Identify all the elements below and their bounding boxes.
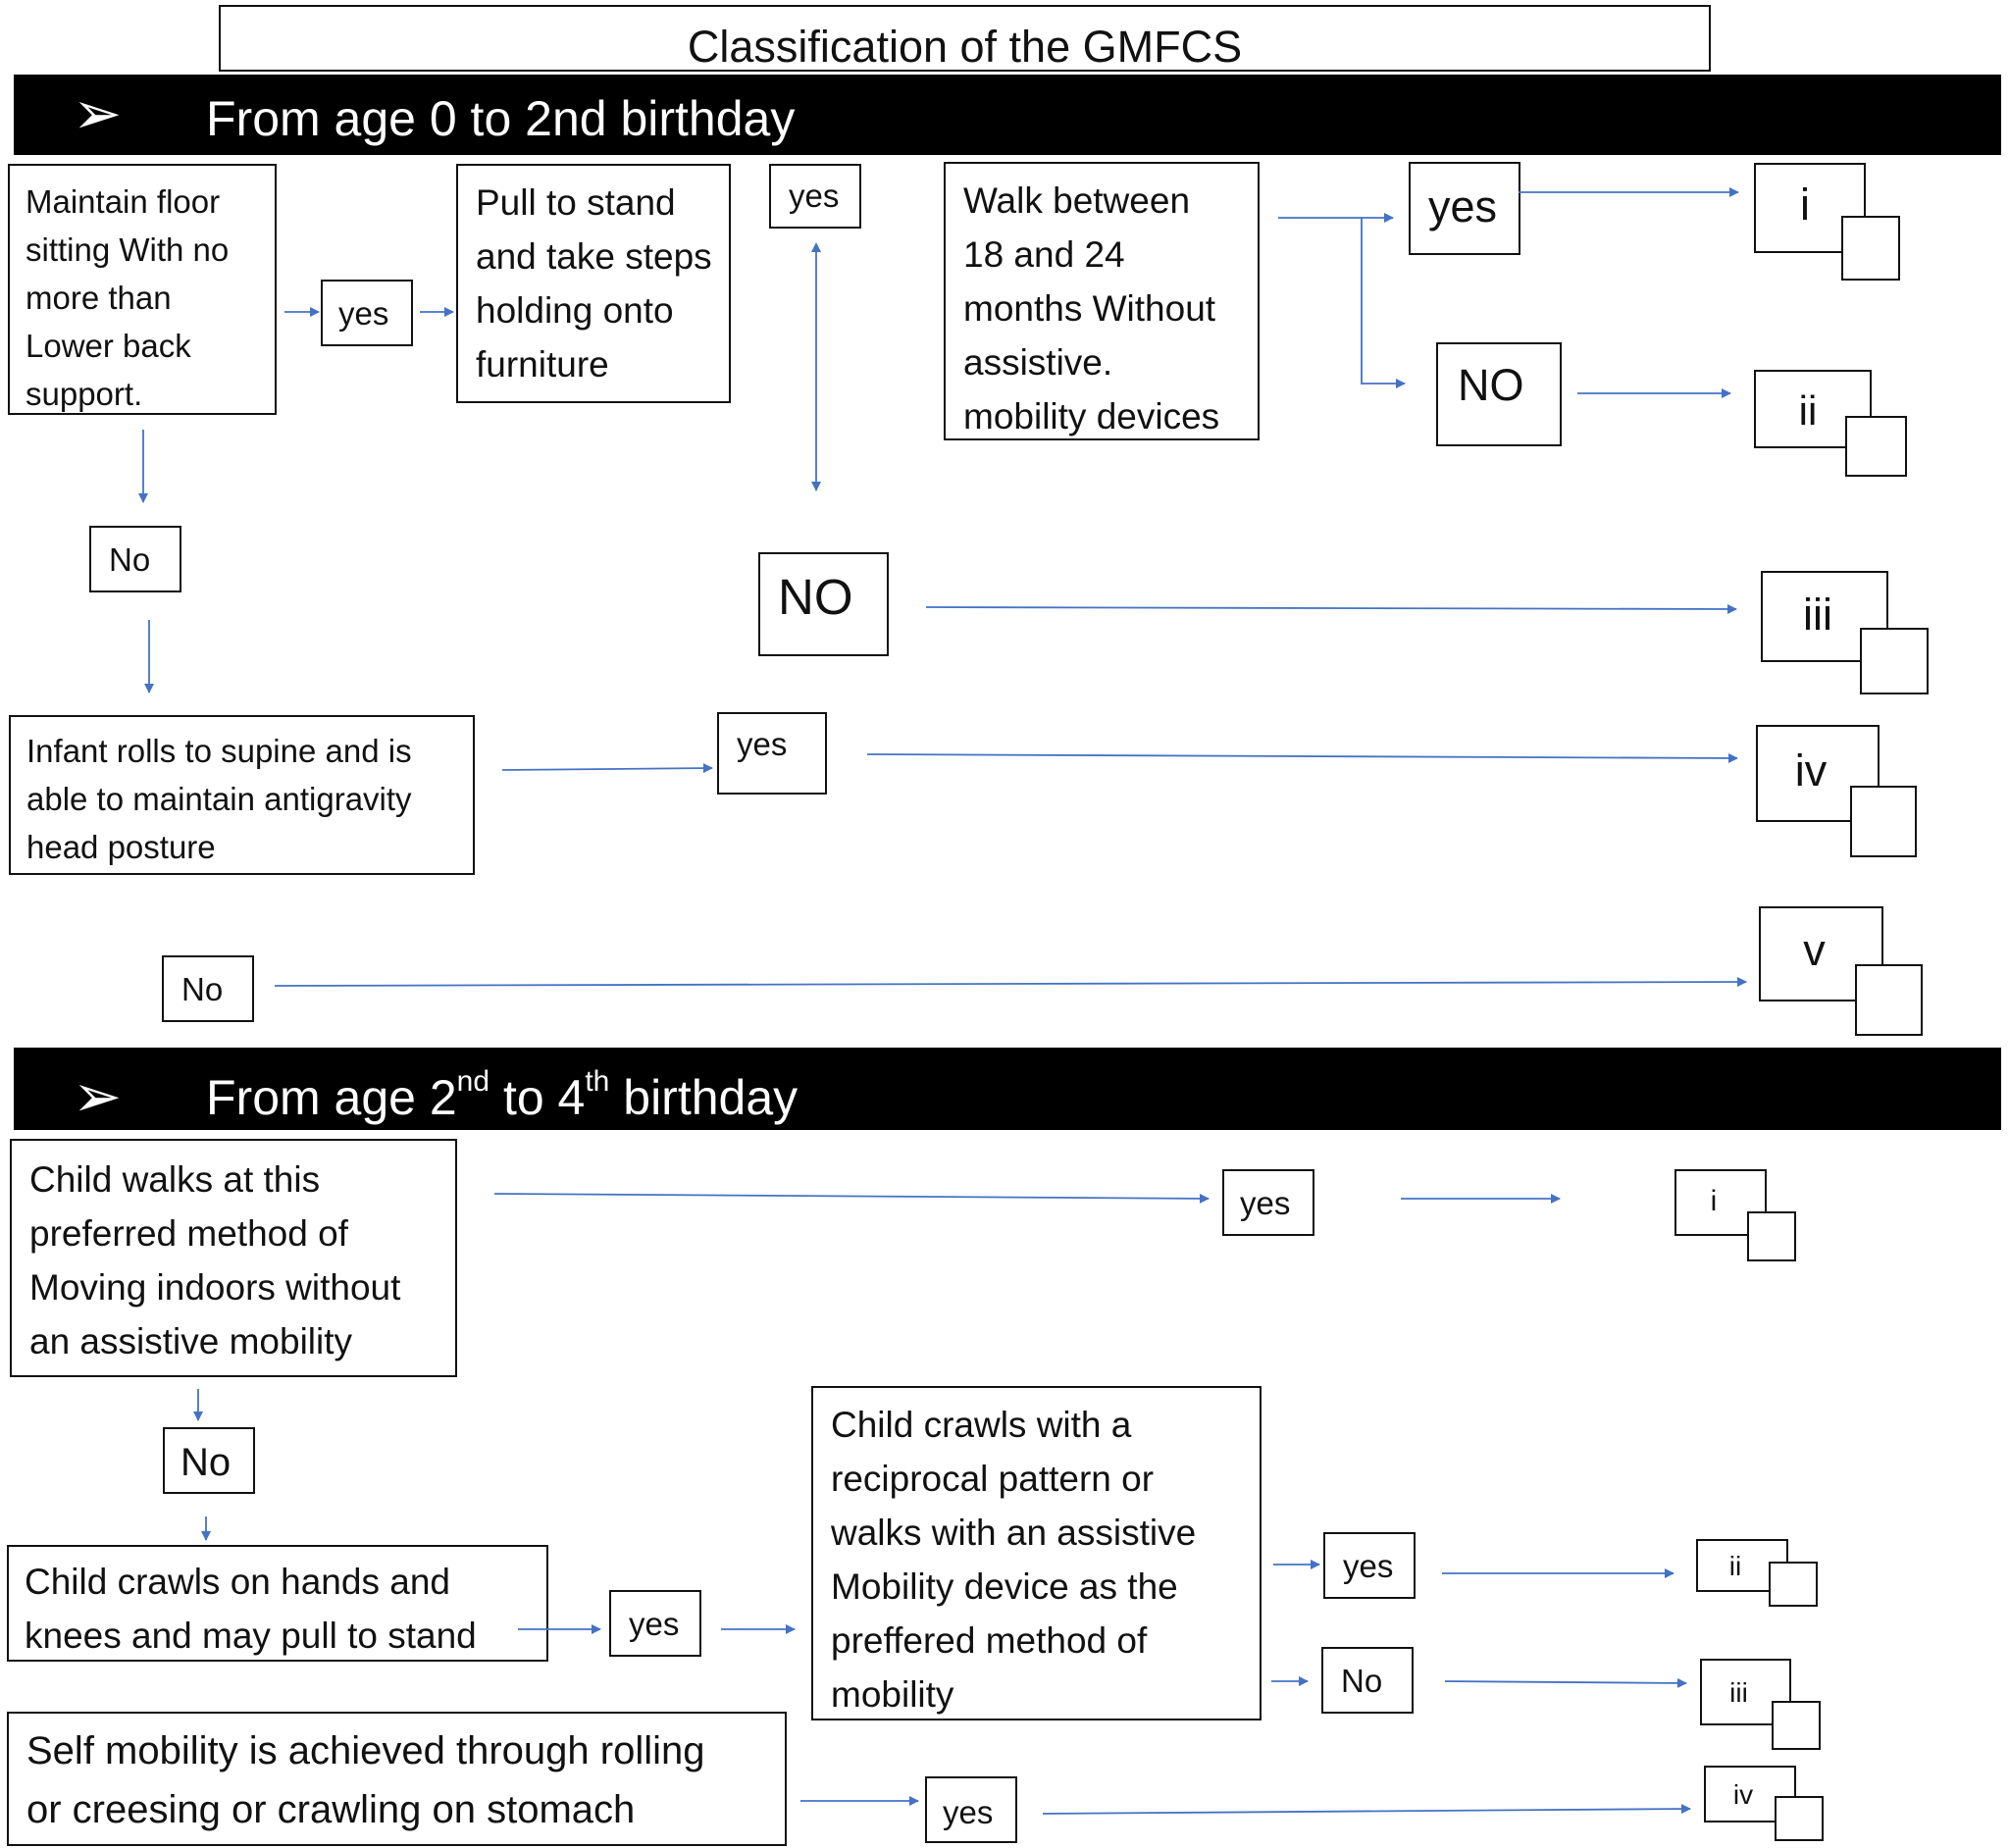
- no-box: No: [89, 526, 181, 592]
- arrow: [925, 603, 1737, 614]
- yes-box: yes: [925, 1776, 1017, 1843]
- section-header-0-2: ➢ From age 0 to 2nd birthday: [14, 75, 2001, 155]
- section-header-label: From age 2nd to 4th birthday: [206, 1067, 798, 1125]
- yes-box: yes: [1323, 1532, 1416, 1599]
- maintain-floor-sitting-box: Maintain floor sitting With no more than…: [8, 164, 277, 415]
- diagram-title: Classification of the GMFCS: [219, 5, 1711, 72]
- yes-box: yes: [769, 164, 861, 229]
- child-crawls-hands-box: Child crawls on hands and knees and may …: [7, 1545, 548, 1662]
- gmfcs-level-box-iv: iv: [1756, 725, 1880, 822]
- self-mobility-box: Self mobility is achieved through rollin…: [7, 1712, 787, 1846]
- label-superscript: nd: [456, 1065, 490, 1098]
- yes-box: yes: [1409, 162, 1520, 255]
- label-part: birthday: [609, 1070, 798, 1125]
- level-box-shadow: [1775, 1796, 1824, 1841]
- level-box-shadow: [1855, 964, 1923, 1036]
- section-header-label: From age 0 to 2nd birthday: [206, 91, 796, 146]
- yes-box: yes: [609, 1590, 701, 1657]
- arrow: [1042, 1804, 1691, 1815]
- pull-to-stand-box: Pull to stand and take steps holding ont…: [456, 164, 731, 403]
- arrow-bullet-icon: ➢: [73, 80, 123, 146]
- yes-box: yes: [717, 712, 827, 795]
- child-crawls-reciprocal-box: Child crawls with a reciprocal pattern o…: [811, 1386, 1262, 1720]
- yes-box: yes: [1222, 1169, 1314, 1236]
- level-box-shadow: [1845, 416, 1907, 477]
- no-box: No: [1321, 1647, 1414, 1714]
- level-box-shadow: [1747, 1211, 1796, 1261]
- gmfcs-level-box-iii: iii: [1700, 1659, 1791, 1725]
- infant-rolls-box: Infant rolls to supine and is able to ma…: [9, 715, 475, 875]
- arrow: [493, 1193, 1210, 1204]
- level-box-shadow: [1860, 628, 1929, 694]
- arrow: [1444, 1677, 1687, 1688]
- label-part: to 4: [489, 1070, 586, 1125]
- level-box-shadow: [1769, 1562, 1818, 1607]
- arrow: [274, 977, 1747, 988]
- arrow: [1278, 217, 1406, 388]
- level-box-shadow: [1850, 786, 1917, 857]
- arrow: [866, 752, 1738, 763]
- label-part: From age 2: [206, 1070, 457, 1125]
- no-box: NO: [1436, 342, 1562, 446]
- child-walks-box: Child walks at this preferred method of …: [10, 1139, 457, 1377]
- yes-box: yes: [321, 280, 413, 346]
- arrow: [501, 763, 713, 774]
- level-box-shadow: [1772, 1701, 1821, 1750]
- level-box-shadow: [1841, 216, 1900, 281]
- no-box: No: [163, 1427, 255, 1494]
- section-header-2-4: ➢ From age 2nd to 4th birthday: [14, 1048, 2001, 1130]
- no-box: No: [162, 955, 254, 1022]
- arrow-bullet-icon: ➢: [73, 1063, 123, 1129]
- label-superscript: th: [585, 1065, 610, 1098]
- no-box: NO: [758, 552, 889, 656]
- walk-between-box: Walk between 18 and 24 months Without as…: [944, 162, 1260, 440]
